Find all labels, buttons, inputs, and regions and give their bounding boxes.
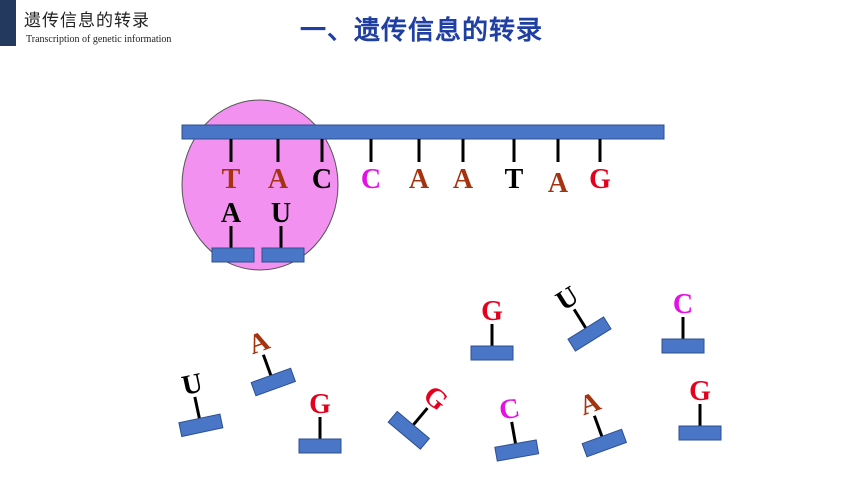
free-nucleotide-stem [592, 415, 604, 437]
free-nucleotide-sugar-phosphate [470, 345, 514, 361]
free-nucleotide: G [470, 296, 514, 361]
dna-base-letter: C [361, 164, 381, 195]
free-nucleotide-stem [193, 396, 201, 419]
free-nucleotide-sugar-phosphate [178, 413, 224, 438]
free-nucleotide-letter: G [481, 296, 503, 327]
free-nucleotide: U [551, 280, 612, 352]
dna-base-letter: T [222, 164, 241, 195]
free-nucleotide-stem [261, 354, 273, 376]
free-nucleotide-letter: U [179, 367, 205, 402]
free-nucleotide-letter: U [551, 280, 585, 317]
free-nucleotide-sugar-phosphate [567, 316, 612, 352]
free-nucleotide-letter: G [309, 389, 331, 420]
dna-base-letter: A [548, 168, 569, 199]
dna-base-letter: A [268, 164, 289, 195]
dna-base-letter: T [505, 164, 524, 195]
free-nucleotide-sugar-phosphate [678, 425, 722, 441]
rna-paired-sugar-phosphate [261, 247, 305, 263]
section-title-en: Transcription of genetic information [26, 34, 172, 45]
rna-paired-letter: U [271, 198, 291, 229]
free-nucleotide-letter: A [244, 325, 274, 361]
free-nucleotide-stem [572, 308, 588, 329]
free-nucleotide-letter: C [497, 393, 522, 427]
free-nucleotide: A [575, 386, 628, 458]
free-nucleotide-letter: G [689, 376, 711, 407]
slide-title: 一、遗传信息的转录 [300, 16, 544, 46]
free-nucleotide-sugar-phosphate [387, 410, 431, 450]
rna-paired-letter: A [221, 198, 242, 229]
dna-base-letter: A [453, 164, 474, 195]
dna-base-letter: A [409, 164, 430, 195]
free-nucleotide-letter: A [575, 386, 605, 422]
dna-base-letter: G [589, 164, 611, 195]
rna-polymerase-enzyme [181, 99, 339, 271]
free-nucleotides-group: U A G G G C U A C G [178, 280, 722, 462]
rna-paired-sugar-phosphate [211, 247, 255, 263]
free-nucleotide-sugar-phosphate [581, 428, 628, 458]
free-nucleotide: C [494, 393, 540, 462]
free-nucleotide: A [244, 325, 297, 397]
free-nucleotide-sugar-phosphate [298, 438, 342, 454]
free-nucleotide: G [387, 380, 454, 450]
free-nucleotide: G [678, 376, 722, 441]
section-title-cn: 遗传信息的转录 [24, 11, 150, 31]
free-nucleotide-stem [412, 407, 429, 426]
free-nucleotide: U [178, 367, 224, 438]
free-nucleotide: G [298, 389, 342, 454]
free-nucleotide-sugar-phosphate [250, 367, 297, 397]
dna-template-strand [181, 124, 665, 140]
free-nucleotide-sugar-phosphate [494, 439, 540, 462]
header-accent-bar [0, 0, 16, 46]
free-nucleotide-stem [510, 421, 517, 444]
free-nucleotide-sugar-phosphate [661, 338, 705, 354]
free-nucleotide: C [661, 289, 705, 354]
free-nucleotide-letter: C [673, 289, 693, 320]
dna-base-letter: C [312, 164, 332, 195]
